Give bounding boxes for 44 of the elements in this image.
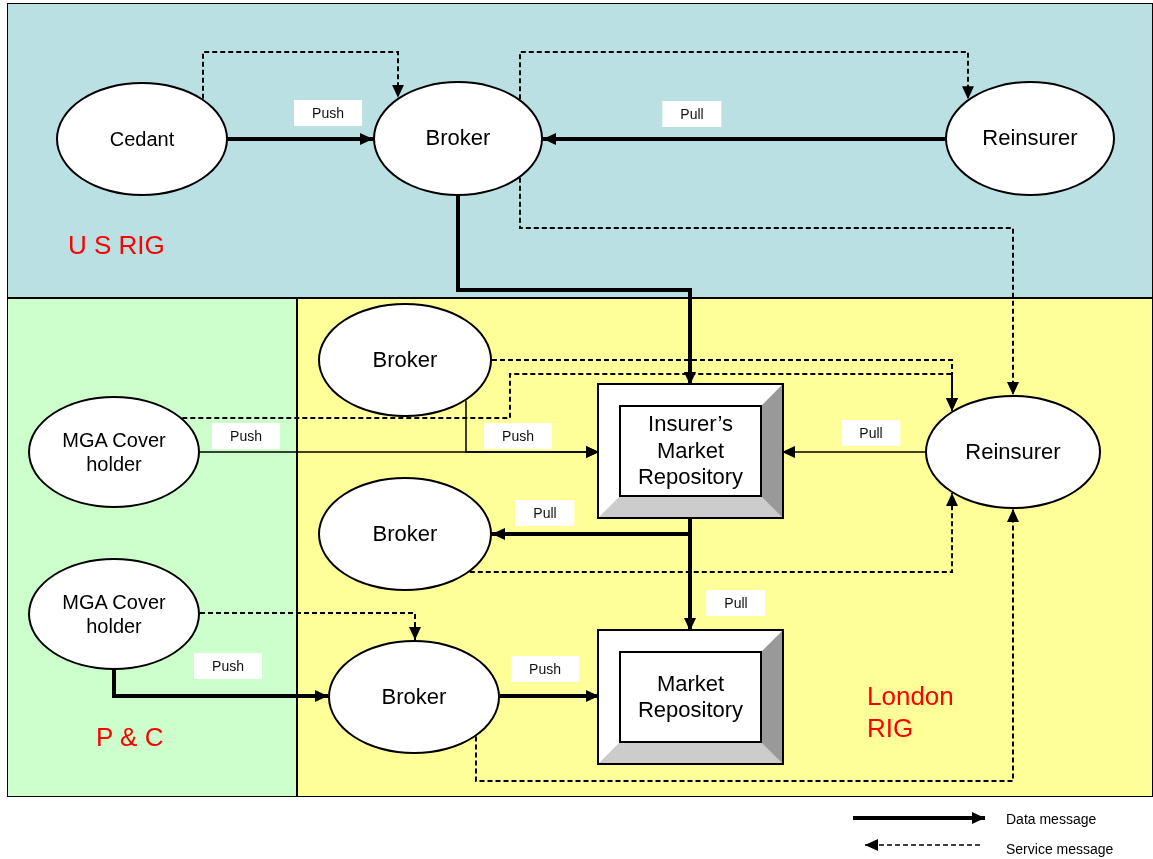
region-label: U S RIG — [68, 229, 166, 261]
legend-label: Service message — [1006, 841, 1114, 857]
edge-label: Pull — [706, 590, 766, 616]
edge-label: Push — [484, 423, 552, 449]
region-panel — [297, 298, 1153, 797]
service-message-arrow — [468, 492, 958, 573]
node-label: MGA Cover holder — [61, 590, 167, 638]
node-label: Broker — [371, 520, 439, 548]
edge-label: Pull — [662, 101, 722, 127]
data-message-arrow — [543, 133, 945, 145]
service-message-arrow — [519, 176, 1019, 396]
legend-label: Data message — [1006, 811, 1097, 827]
data-message-arrow — [781, 446, 926, 458]
service-message-arrow — [475, 508, 1019, 782]
service-message-arrow — [491, 359, 958, 412]
edge-label: Push — [511, 656, 579, 682]
region-panel — [7, 3, 1153, 298]
node-label: MGA Cover holder — [61, 428, 167, 476]
repository-box — [599, 385, 782, 517]
data-message-arrow — [465, 399, 600, 458]
service-message-arrow — [202, 51, 404, 100]
edge-label: Pull — [841, 420, 901, 446]
region-label: P & C — [96, 721, 165, 753]
data-message-arrow — [500, 690, 599, 702]
repository-box — [599, 631, 782, 763]
node-label: Broker — [371, 346, 439, 374]
edge-label: Push — [294, 100, 362, 126]
edge-label: Pull — [515, 500, 575, 526]
edge-label: Push — [194, 653, 262, 679]
service-message-arrow — [519, 51, 974, 101]
node-label: Broker — [380, 683, 448, 711]
node-label: Reinsurer — [981, 125, 1079, 152]
region-label: London RIG — [867, 680, 955, 744]
edge-label: Push — [212, 423, 280, 449]
node-label: Market Repository — [636, 670, 745, 724]
data-message-arrow — [228, 133, 373, 145]
node-label: Reinsurer — [964, 438, 1062, 466]
data-message-arrow — [456, 196, 696, 385]
node-label: Insurer’s Market Repository — [636, 411, 745, 491]
node-label: Cedant — [108, 127, 176, 151]
node-label: Broker — [424, 125, 492, 152]
region-panel — [7, 298, 297, 797]
data-message-arrow — [112, 670, 328, 702]
service-message-arrow — [199, 612, 421, 641]
